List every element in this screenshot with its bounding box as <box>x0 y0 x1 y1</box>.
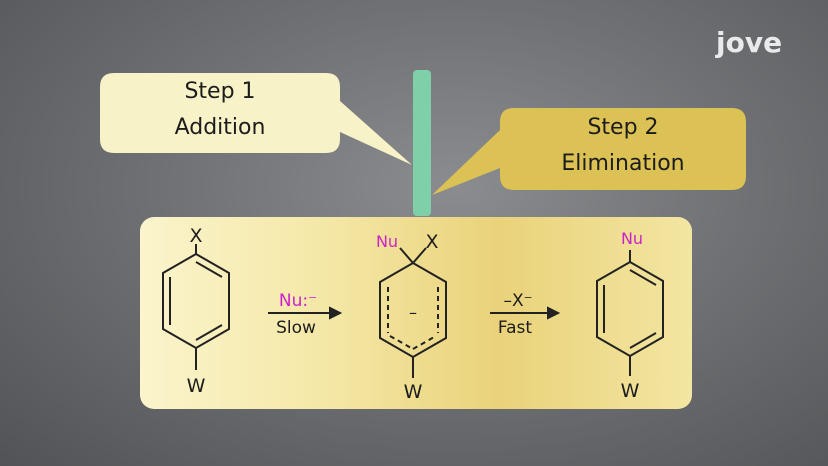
arrow1-reagent: Nu:⁻ <box>279 291 317 311</box>
step1-bubble <box>100 73 412 165</box>
reactant-top-substituent: X <box>189 225 202 247</box>
step2-bubble <box>432 108 746 195</box>
arrow1-condition: Slow <box>276 318 316 338</box>
step2-text: Step 2 Elimination <box>500 110 746 183</box>
arrow-2 <box>490 306 561 320</box>
intermediate-x: X <box>425 231 438 253</box>
reactant-bottom-substituent: W <box>187 375 206 397</box>
step1-title: Step 1 <box>184 79 256 104</box>
arrow-1 <box>268 306 343 320</box>
arrow2-reagent: –X⁻ <box>503 291 532 311</box>
reaction-panel <box>140 217 692 409</box>
step2-title: Step 2 <box>587 115 659 140</box>
arrow2-condition: Fast <box>498 318 532 338</box>
product-ring <box>596 250 664 376</box>
product-bottom-substituent: W <box>621 380 640 402</box>
step1-text: Step 1 Addition <box>100 74 340 147</box>
jove-logo: jove <box>716 26 783 59</box>
intermediate-ring <box>379 247 447 378</box>
step2-label: Elimination <box>561 151 685 177</box>
intermediate-charge: – <box>409 303 417 322</box>
intermediate-nu: Nu <box>376 232 398 251</box>
intermediate-bottom-substituent: W <box>404 381 423 403</box>
product-top-substituent: Nu <box>621 229 643 248</box>
step1-label: Addition <box>174 115 266 141</box>
reactant-ring <box>162 244 230 370</box>
divider-bar <box>413 70 431 216</box>
